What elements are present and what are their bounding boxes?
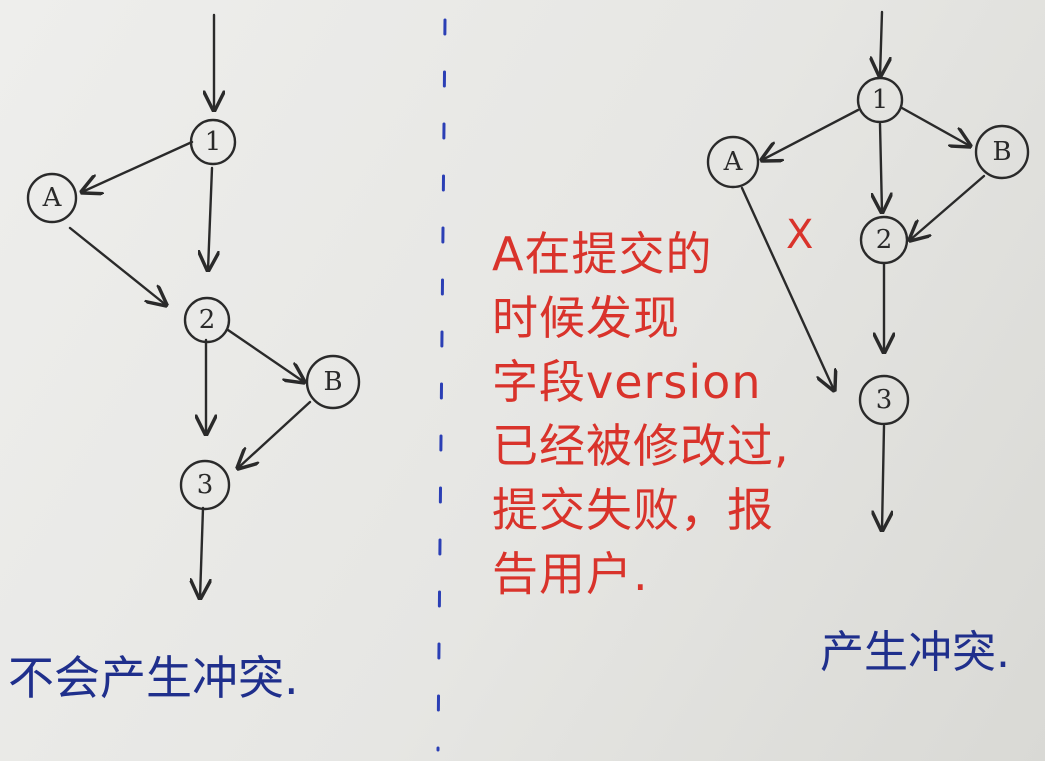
right-caption: 产生冲突. <box>820 627 1010 678</box>
left-node-A-label: A <box>42 183 63 213</box>
right-node-3-label: 3 <box>876 385 893 415</box>
note-line-4: 已经被修改过, <box>492 419 790 473</box>
left-node-A: A <box>26 172 78 224</box>
right-edge-3-out <box>882 424 884 530</box>
right-edge-A-3 <box>740 186 834 390</box>
left-edge-1-A <box>82 140 194 192</box>
left-node-3-label: 3 <box>197 470 214 500</box>
left-edge-1-2 <box>208 166 212 270</box>
note-line-5: 提交失败，报 <box>492 483 774 537</box>
left-edges <box>68 13 312 598</box>
left-node-1: 1 <box>189 118 237 166</box>
left-node-B-label: B <box>323 367 342 397</box>
left-node-1-label: 1 <box>205 127 222 157</box>
right-node-A-label: A <box>723 147 744 177</box>
right-node-2-label: 2 <box>876 225 893 255</box>
left-node-2-label: 2 <box>199 305 216 335</box>
note-line-1: A在提交的 <box>492 227 713 281</box>
conflict-cross-mark: X <box>786 212 814 258</box>
right-node-1-label: 1 <box>872 85 889 115</box>
center-divider <box>436 18 447 752</box>
right-node-B-label: B <box>992 137 1011 167</box>
left-edge-2-B <box>226 328 304 382</box>
right-edge-in-1 <box>880 10 882 76</box>
right-edge-1-A <box>762 108 860 160</box>
right-node-2: 2 <box>859 215 909 265</box>
left-node-3: 3 <box>179 459 231 511</box>
left-edge-3-out <box>200 506 203 598</box>
left-node-B: B <box>305 354 361 410</box>
note-line-3: 字段version <box>492 355 762 409</box>
right-node-3: 3 <box>858 374 910 426</box>
right-edge-B-2 <box>910 174 986 240</box>
right-node-1: 1 <box>856 76 904 124</box>
note-line-6: 告用户. <box>492 547 649 601</box>
right-edges <box>740 10 986 530</box>
right-node-B: B <box>974 124 1030 180</box>
note-line-2: 时候发现 <box>492 291 680 345</box>
right-edge-1-B <box>900 106 970 146</box>
left-edge-A-2 <box>68 226 166 305</box>
left-caption: 不会产生冲突. <box>8 651 299 705</box>
conflict-note: A在提交的 时候发现 字段version 已经被修改过, 提交失败，报 告用户. <box>492 222 822 606</box>
left-node-2: 2 <box>183 296 231 344</box>
right-edge-1-2 <box>880 122 882 212</box>
right-node-A: A <box>706 135 760 189</box>
left-edge-B-3 <box>238 400 312 468</box>
